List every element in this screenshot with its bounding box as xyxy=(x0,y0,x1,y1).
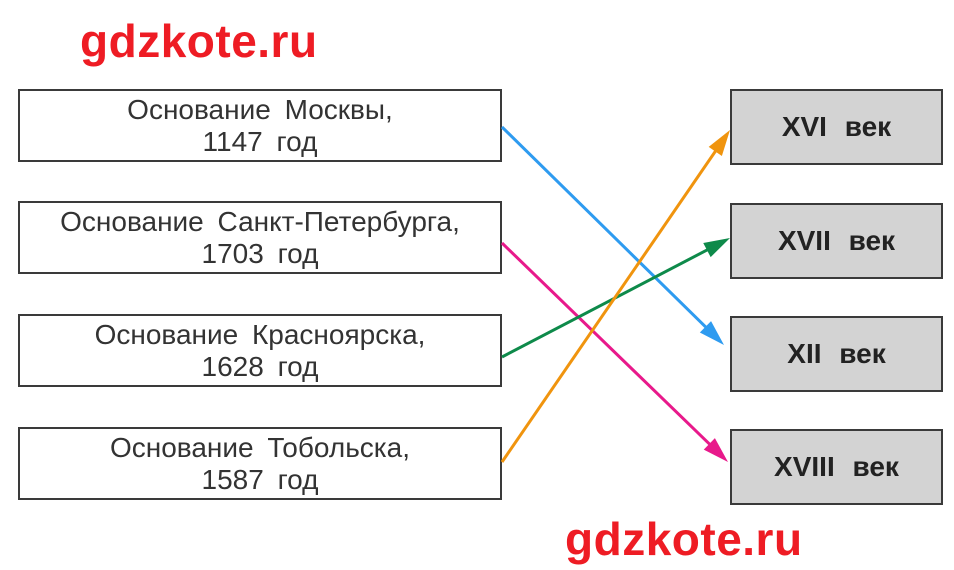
event-name: Основание Тобольска, xyxy=(109,431,411,463)
arrowhead-moscow xyxy=(699,321,724,345)
arrow-line-moscow xyxy=(500,125,710,331)
event-box-krasnoyarsk: Основание Красноярска, 1628 год xyxy=(18,314,502,387)
event-name: Основание Санкт-Петербурга, xyxy=(60,205,460,237)
event-box-moscow: Основание Москвы, 1147 год xyxy=(18,89,502,162)
century-label: XII век xyxy=(787,338,886,369)
arrow-line-saint-petersburg xyxy=(500,241,714,448)
arrow-line-krasnoyarsk xyxy=(501,246,712,359)
event-box-tobolsk: Основание Тобольска, 1587 год xyxy=(18,427,502,500)
century-box-xvi: XVI век xyxy=(730,89,943,165)
event-name: Основание Москвы, xyxy=(127,93,393,125)
arrowhead-saint-petersburg xyxy=(703,438,728,462)
event-name: Основание Красноярска, xyxy=(94,318,426,350)
century-box-xii: XII век xyxy=(730,316,943,392)
century-label: XVIII век xyxy=(774,451,899,482)
arrowhead-tobolsk xyxy=(708,130,730,156)
watermark-bottom: gdzkote.ru xyxy=(565,513,803,565)
arrow-line-tobolsk xyxy=(500,147,719,463)
event-year: 1147 год xyxy=(202,125,318,157)
century-label: XVII век xyxy=(777,225,896,256)
event-year: 1587 год xyxy=(201,463,319,495)
event-year: 1628 год xyxy=(201,350,319,382)
event-box-saint-petersburg: Основание Санкт-Петербурга, 1703 год xyxy=(18,201,502,274)
arrowhead-krasnoyarsk xyxy=(703,238,730,258)
event-year: 1703 год xyxy=(201,237,319,269)
century-label: XVI век xyxy=(781,111,892,142)
century-box-xvii: XVII век xyxy=(730,203,943,279)
century-box-xviii: XVIII век xyxy=(730,429,943,505)
watermark-top: gdzkote.ru xyxy=(80,15,318,67)
